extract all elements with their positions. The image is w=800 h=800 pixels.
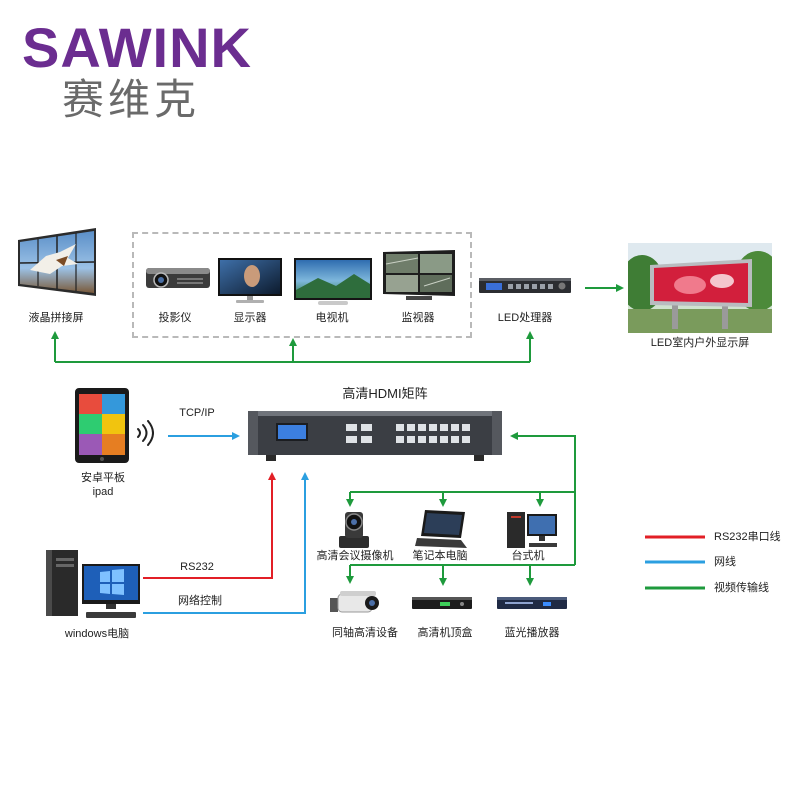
monitor-label: 显示器 bbox=[233, 312, 267, 324]
led-processor-icon bbox=[479, 278, 571, 293]
laptop-icon bbox=[415, 510, 467, 548]
projector-icon bbox=[146, 268, 210, 288]
hdmi-matrix-label: 高清HDMI矩阵 bbox=[342, 386, 428, 401]
legend-network-label: 网线 bbox=[714, 556, 736, 568]
projector-label: 投影仪 bbox=[158, 312, 192, 324]
windows-pc-label: windows电脑 bbox=[64, 628, 130, 640]
brand-logo: SAWINK bbox=[22, 16, 252, 79]
led-screen-label: LED室内户外显示屏 bbox=[650, 337, 750, 349]
laptop-label: 笔记本电脑 bbox=[412, 550, 468, 562]
tablet-label-line1: 安卓平板 bbox=[81, 472, 125, 484]
brand-name-cn: 赛维克 bbox=[62, 75, 201, 124]
tablet-icon bbox=[75, 388, 129, 463]
video-wall-label: 液晶拼接屏 bbox=[28, 312, 84, 324]
surveillance-monitor-icon bbox=[383, 250, 455, 300]
tv-label: 电视机 bbox=[315, 312, 349, 324]
coax-device-label: 同轴高清设备 bbox=[332, 627, 398, 639]
coax-camera-icon bbox=[330, 591, 379, 613]
network-control-label: 网络控制 bbox=[178, 595, 222, 607]
legend-video-label: 视频传输线 bbox=[714, 582, 769, 594]
hdmi-matrix-icon bbox=[248, 411, 502, 461]
tv-icon bbox=[294, 258, 372, 305]
tablet-label-line2: ipad bbox=[92, 486, 114, 498]
desktop-computer-icon bbox=[507, 512, 557, 548]
wifi-signal-icon bbox=[137, 420, 154, 446]
bluray-player-label: 蓝光播放器 bbox=[504, 627, 560, 639]
rs232-label: RS232 bbox=[180, 561, 214, 573]
desktop-label: 台式机 bbox=[511, 550, 545, 562]
set-top-box-icon bbox=[412, 597, 472, 609]
windows-pc-icon bbox=[46, 550, 140, 618]
led-display-screen-icon bbox=[628, 243, 772, 333]
surveillance-monitor-label: 监视器 bbox=[401, 312, 435, 324]
video-wall-icon bbox=[18, 228, 96, 296]
bluray-player-icon bbox=[497, 597, 567, 609]
tcp-ip-label: TCP/IP bbox=[179, 407, 215, 419]
display-group-box bbox=[132, 232, 472, 338]
conference-camera-icon bbox=[339, 512, 369, 548]
monitor-icon bbox=[218, 258, 282, 303]
network-line-pc bbox=[143, 472, 309, 614]
led-processor-label: LED处理器 bbox=[497, 312, 553, 324]
conference-camera-label: 高清会议摄像机 bbox=[316, 550, 394, 562]
set-top-box-label: 高清机顶盒 bbox=[417, 627, 473, 639]
legend-rs232-label: RS232串口线 bbox=[714, 531, 781, 543]
